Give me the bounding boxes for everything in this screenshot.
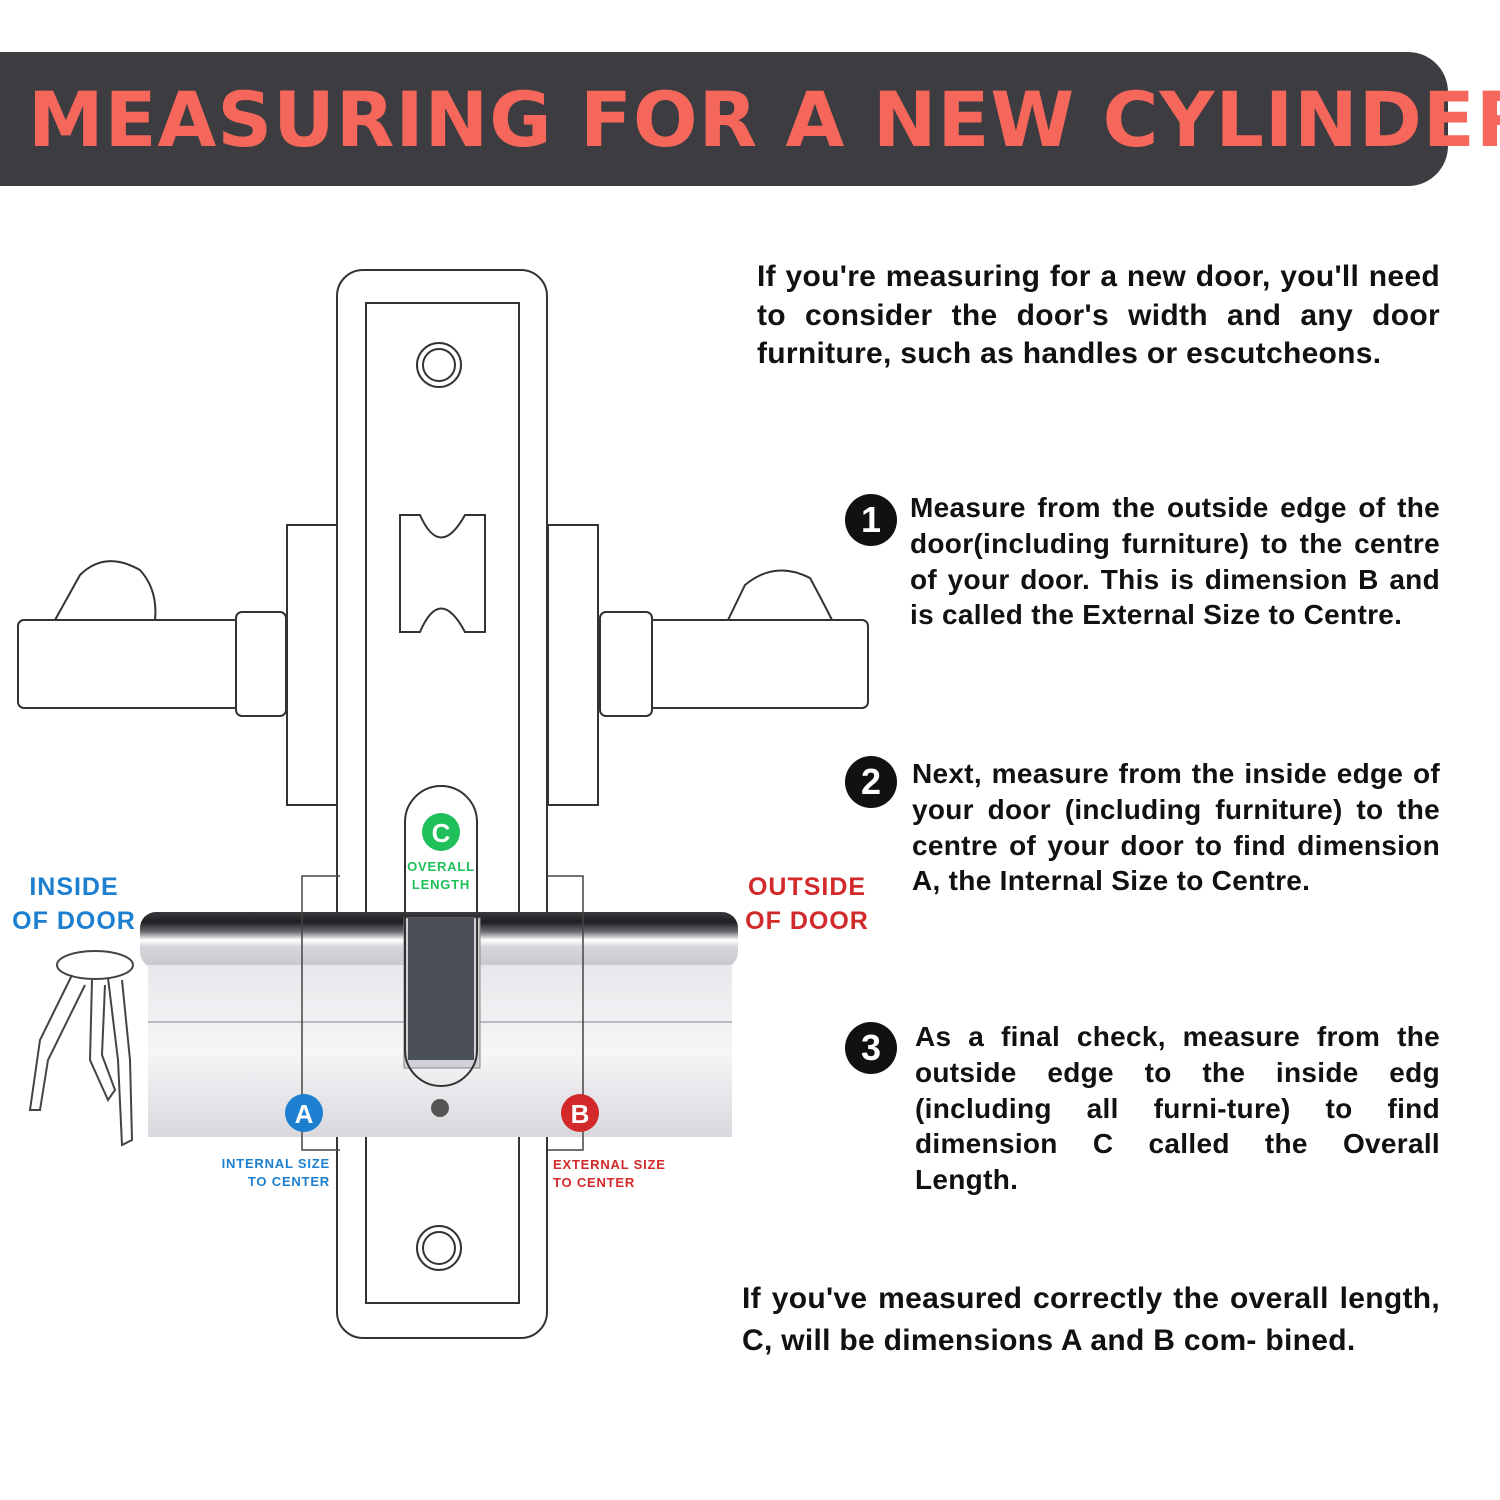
- overall-length-label: OVERALL LENGTH: [407, 859, 475, 892]
- title-banner: [0, 52, 1448, 186]
- step-2-text: Next, measure from the inside edge of yo…: [912, 758, 1440, 897]
- key-icon: [28, 950, 134, 1147]
- lock-diagram: C A B: [17, 269, 869, 1339]
- left-lever-handle: [17, 524, 338, 806]
- page-title: MEASURING FOR A NEW CYLINDER: [28, 75, 1500, 164]
- intro-paragraph: If you're measuring for a new door, you'…: [757, 260, 1440, 370]
- step-2-number-icon: 2: [845, 756, 897, 808]
- marker-a-circle: [285, 1094, 323, 1132]
- marker-c-circle: [422, 813, 460, 851]
- conclusion-paragraph: If you've measured correctly the overall…: [742, 1282, 1440, 1357]
- step-1-text: Measure from the outside edge of the doo…: [910, 492, 1440, 631]
- marker-b-circle: [561, 1094, 599, 1132]
- bracket-b: [547, 875, 584, 1151]
- step-3-text: As a final check, measure from the outsi…: [915, 1021, 1440, 1196]
- marker-a-letter: A: [295, 1099, 314, 1129]
- bracket-a: [301, 875, 340, 1151]
- backplate: [336, 269, 548, 1339]
- euro-cylinder: [140, 912, 738, 1137]
- marker-b-letter: B: [571, 1099, 590, 1129]
- step-1-number-icon: 1: [845, 494, 897, 546]
- inside-of-door-label: INSIDE OF DOOR: [12, 873, 136, 935]
- outside-of-door-label: OUTSIDE OF DOOR: [745, 873, 869, 935]
- step-3-number-icon: 3: [845, 1022, 897, 1074]
- right-lever-handle: [547, 524, 869, 806]
- overall-length-frame: [404, 785, 478, 1087]
- internal-size-label: INTERNAL SIZE TO CENTER: [221, 1156, 330, 1189]
- external-size-label: EXTERNAL SIZE TO CENTER: [553, 1157, 666, 1190]
- marker-c-letter: C: [432, 818, 451, 848]
